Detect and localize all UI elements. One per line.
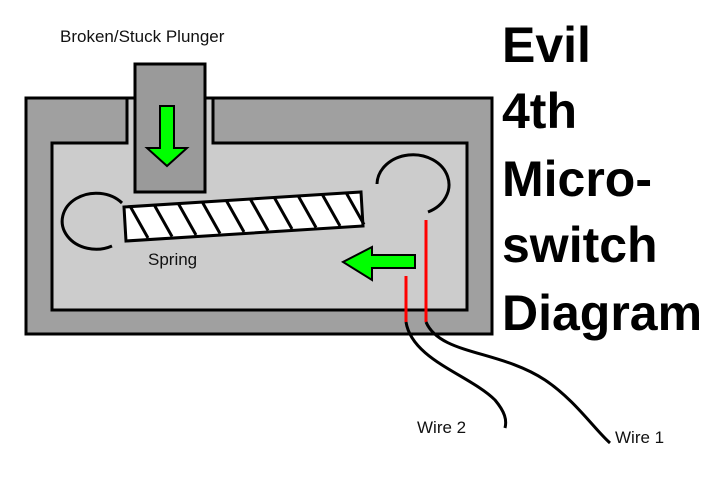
wire-1-label: Wire 1 bbox=[615, 428, 664, 447]
spring-coil bbox=[152, 203, 174, 238]
right-pivot bbox=[375, 153, 451, 214]
spring-coil bbox=[296, 194, 318, 229]
plunger-label: Broken/Stuck Plunger bbox=[60, 27, 225, 46]
title-line-4: switch bbox=[502, 217, 658, 273]
spring-coil bbox=[320, 193, 342, 227]
lead-wire-1 bbox=[424, 321, 611, 445]
title-line-5: Diagram bbox=[502, 285, 702, 341]
wire-2-label: Wire 2 bbox=[417, 418, 466, 437]
spring-coil bbox=[176, 202, 198, 236]
spring bbox=[122, 190, 366, 243]
left-pivot bbox=[60, 191, 124, 251]
spring-coil bbox=[128, 205, 150, 239]
title-line-1: Evil bbox=[502, 17, 591, 73]
spring-coil bbox=[272, 196, 294, 230]
spring-coil bbox=[248, 197, 270, 232]
plunger-down-arrow-icon bbox=[144, 105, 190, 168]
lead-wire-2 bbox=[404, 321, 508, 429]
title-line-3: Micro- bbox=[502, 151, 652, 207]
contact-left-arrow-icon bbox=[340, 245, 416, 282]
spring-label: Spring bbox=[148, 250, 197, 269]
spring-coil bbox=[200, 200, 222, 235]
title-line-2: 4th bbox=[502, 83, 577, 139]
spring-coil bbox=[344, 191, 366, 226]
spring-coil bbox=[224, 199, 246, 233]
diagram-title: Evil 4th Micro- switch Diagram bbox=[502, 17, 702, 341]
